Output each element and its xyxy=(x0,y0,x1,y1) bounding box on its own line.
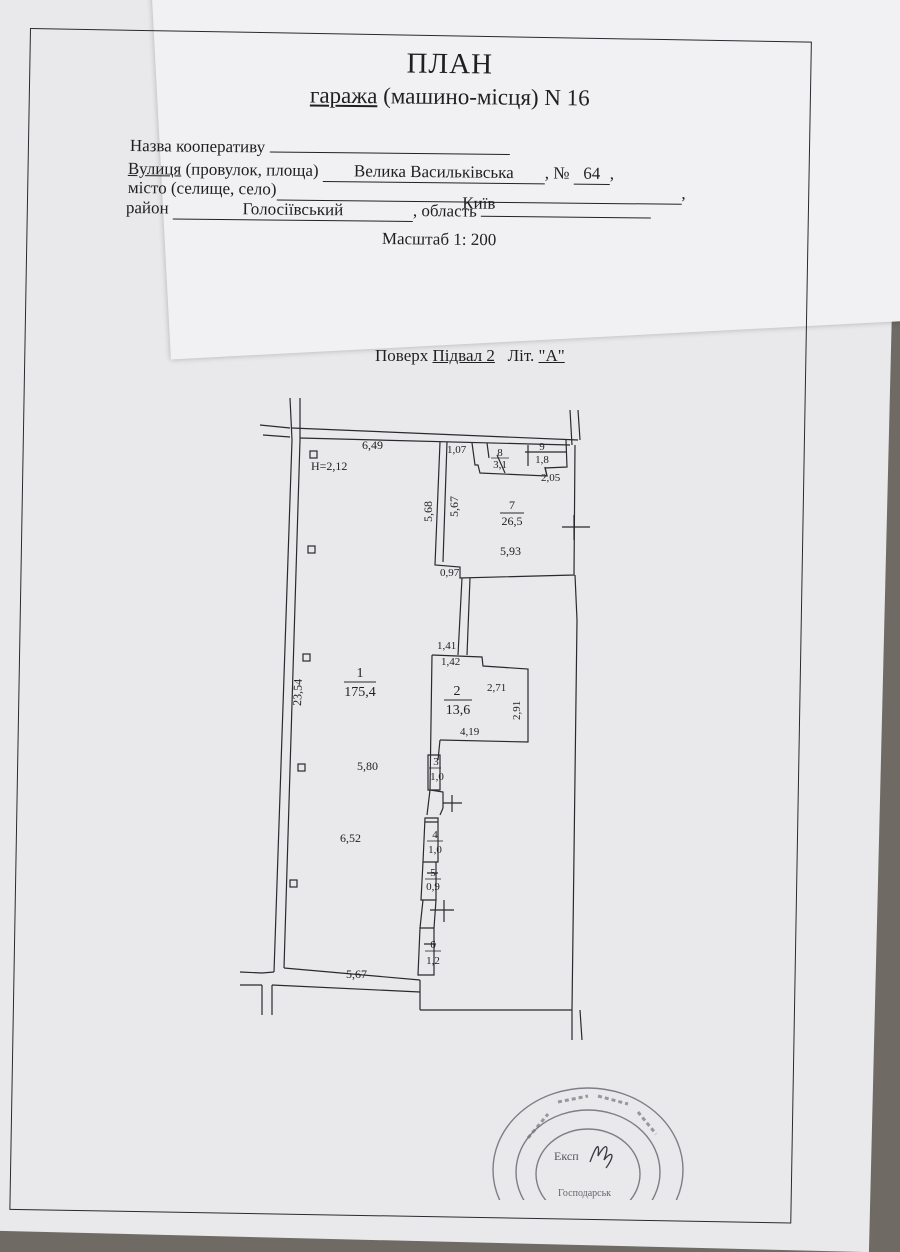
dim-r7-right: 2,05 xyxy=(541,472,561,484)
small-room-labels: 8 3,1 9 1,8 3 1,0 4 1,0 5 0,9 6 1,2 xyxy=(425,441,549,967)
dim-left: 23,54 xyxy=(290,679,305,706)
room-4-number: 4 xyxy=(432,829,438,841)
dim-r2-top-out: 1,41 xyxy=(437,640,456,652)
dim-r2-top-in: 1,42 xyxy=(441,656,460,668)
document-sheet: ПЛАН гаража (машино-місця) N 16 Назва ко… xyxy=(9,28,812,1224)
room-8-area: 3,1 xyxy=(493,459,507,471)
lit-label: Літ. xyxy=(507,346,535,365)
room-5-area: 0,9 xyxy=(426,881,440,893)
dim-r7-left-in: 5,67 xyxy=(447,496,461,517)
dim-r2-top-right: 2,71 xyxy=(487,682,506,694)
dim-r7-top: 1,07 xyxy=(447,444,467,456)
floor-label: Поверх xyxy=(375,346,429,365)
room-7-number: 7 xyxy=(509,498,515,512)
plan-walls xyxy=(239,397,590,1041)
room-3-number: 3 xyxy=(433,756,439,768)
dim-height: Н=2,12 xyxy=(311,459,347,473)
room-2-number: 2 xyxy=(454,684,461,699)
room-5-number: 5 xyxy=(430,867,436,879)
dim-corridor: 0,97 xyxy=(440,567,460,579)
room-3-area: 1,0 xyxy=(430,771,444,783)
dim-mid2: 6,52 xyxy=(340,831,361,845)
room-8-number: 8 xyxy=(497,447,503,459)
lit-value: "А" xyxy=(538,346,565,365)
official-seal: Експ Господарськ xyxy=(492,1087,684,1200)
dim-r7-bottom: 5,93 xyxy=(500,544,521,558)
dim-mid1: 5,80 xyxy=(357,759,378,773)
room-labels: 1 175,4 2 13,6 7 26,5 xyxy=(344,498,524,718)
dimension-labels: 6,49 Н=2,12 23,54 5,80 6,52 5,67 5,68 5,… xyxy=(290,438,561,981)
room-2-area: 13,6 xyxy=(446,703,471,718)
floor-value: Підвал 2 xyxy=(432,346,495,365)
room-4-area: 1,0 xyxy=(428,844,442,856)
signature-mark xyxy=(589,1145,613,1169)
dim-r2-right: 2,91 xyxy=(511,701,523,720)
seal-text: Експ xyxy=(554,1149,579,1163)
room-6-number: 6 xyxy=(430,939,436,951)
room-1-number: 1 xyxy=(357,666,364,681)
room-6-area: 1,2 xyxy=(426,955,440,967)
dim-bottom: 5,67 xyxy=(346,967,367,981)
floor-line: Поверх Підвал 2 Літ. "А" xyxy=(375,346,565,366)
room-1-area: 175,4 xyxy=(344,685,376,700)
floor-plan-drawing: 1 175,4 2 13,6 7 26,5 8 3,1 9 1,8 3 1,0 … xyxy=(239,397,590,1041)
dim-top: 6,49 xyxy=(362,438,383,452)
seal-bottom-text: Господарськ xyxy=(558,1188,611,1199)
room-9-area: 1,8 xyxy=(535,454,549,466)
dim-r7-left-out: 5,68 xyxy=(421,501,435,522)
dim-r2-bottom: 4,19 xyxy=(460,726,480,738)
room-7-area: 26,5 xyxy=(502,514,523,528)
room-9-number: 9 xyxy=(539,441,545,453)
